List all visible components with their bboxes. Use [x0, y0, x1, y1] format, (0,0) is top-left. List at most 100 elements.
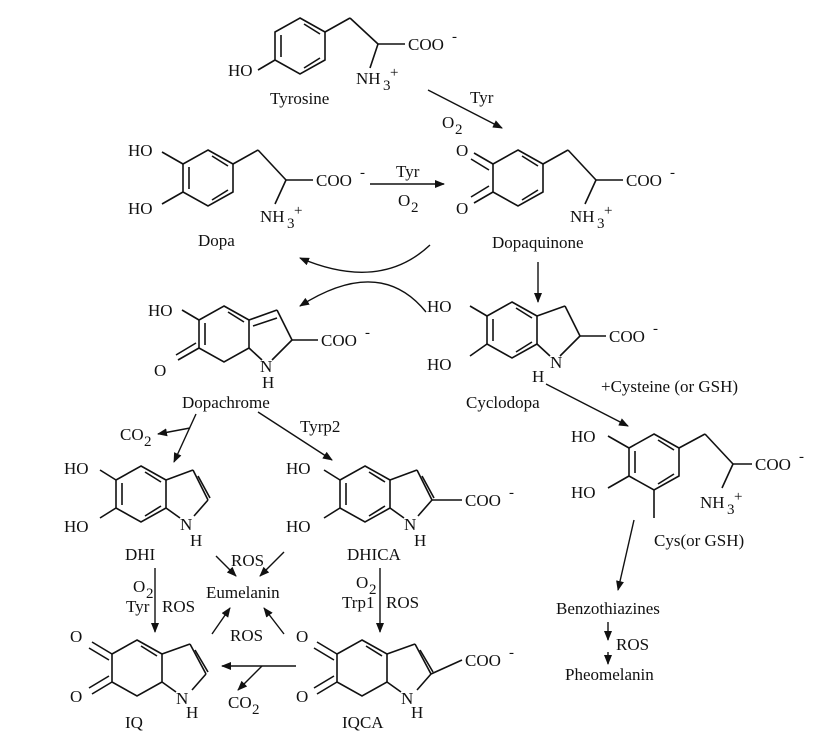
arrow-co2-release-1 [157, 427, 191, 437]
dhica-h: H [414, 531, 426, 550]
iqca-coo: COO [465, 651, 501, 670]
dhi-ho-1: HO [64, 459, 89, 478]
tyrosine-structure: HO COO - NH 3 + Tyrosine [228, 17, 457, 108]
dopa-ho-1: HO [128, 141, 153, 160]
dopaquinone-coo: COO [626, 171, 662, 190]
reagent-tyr-2: Tyr [396, 162, 420, 181]
dopachrome-coo: COO [321, 331, 357, 350]
reagent-tyr-3: Tyr [126, 597, 150, 616]
reagent-ros-3: ROS [231, 551, 264, 570]
iq-label: IQ [125, 713, 143, 732]
benzothiazines-label: Benzothiazines [556, 599, 660, 618]
reagent-ros-4: ROS [230, 626, 263, 645]
eumelanin-label: Eumelanin [206, 583, 280, 602]
iqca-label: IQCA [342, 713, 384, 732]
reagent-o-4-sub: 2 [369, 582, 377, 598]
dopaquinone-nh: NH [570, 207, 595, 226]
dopachrome-n: N [260, 357, 272, 376]
dopaquinone-o-2: O [456, 199, 468, 218]
cyclodopa-ho-1: HO [427, 297, 452, 316]
dhi-label: DHI [125, 545, 156, 564]
cyclodopa-n: N [550, 353, 562, 372]
arrow-cysdopa-to-benzothiazines [616, 519, 635, 591]
cysdopa-ho-2: HO [571, 483, 596, 502]
dhica-n: N [404, 515, 416, 534]
arrow-curve-to-dopachrome [299, 281, 427, 313]
dopachrome-label: Dopachrome [182, 393, 270, 412]
dhica-ho-1: HO [286, 459, 311, 478]
cyclodopa-label: Cyclodopa [466, 393, 540, 412]
tyrosine-nh: NH [356, 69, 381, 88]
tyrosine-coo-charge: - [452, 29, 457, 45]
reagent-o-1: O [442, 113, 454, 132]
cysdopa-nh-sub: 3 [727, 502, 735, 518]
dopa-nh-charge: + [294, 203, 302, 219]
cyclodopa-structure: HO HO COO - N H Cyclodopa [427, 297, 658, 412]
dopachrome-h: H [262, 373, 274, 392]
arrow-dopachrome-to-dhica [257, 411, 333, 461]
iqca-structure: O O COO - N H IQCA [296, 627, 514, 732]
iqca-h: H [411, 703, 423, 722]
cysdopa-ho-1: HO [571, 427, 596, 446]
dopa-ho-2: HO [128, 199, 153, 218]
reagent-co-1-sub: 2 [144, 434, 152, 450]
reagent-o-1-sub: 2 [455, 122, 463, 138]
iq-structure: O O N H IQ [70, 627, 209, 732]
iqca-n: N [401, 689, 413, 708]
tyrosine-coo: COO [408, 35, 444, 54]
cysdopa-coo-charge: - [799, 449, 804, 465]
dopachrome-ho: HO [148, 301, 173, 320]
arrow-cyclodopa-to-cysdopa [545, 383, 629, 427]
cysdopa-nh-charge: + [734, 489, 742, 505]
dopa-structure: HO HO COO - NH 3 + Dopa [128, 141, 365, 250]
arrow-dhica-to-eumelanin [259, 551, 285, 577]
cyclodopa-coo: COO [609, 327, 645, 346]
arrow-iq-to-eumelanin [211, 607, 231, 635]
pheomelanin-label: Pheomelanin [565, 665, 654, 684]
dhi-n: N [180, 515, 192, 534]
dopa-coo-charge: - [360, 165, 365, 181]
reagent-ros-2: ROS [386, 593, 419, 612]
iqca-coo-charge: - [509, 645, 514, 661]
dopa-nh: NH [260, 207, 285, 226]
cyclodopa-ho-2: HO [427, 355, 452, 374]
cysdopa-coo: COO [755, 455, 791, 474]
dopa-coo: COO [316, 171, 352, 190]
cysdopa-nh: NH [700, 493, 725, 512]
iq-h: H [186, 703, 198, 722]
reagent-co-2-sub: 2 [252, 702, 260, 718]
dopaquinone-label: Dopaquinone [492, 233, 584, 252]
dopaquinone-coo-charge: - [670, 165, 675, 181]
reagent-tyrp2: Tyrp2 [300, 417, 340, 436]
arrow-iqca-to-eumelanin [263, 607, 285, 635]
reagent-co-2: CO [228, 693, 252, 712]
dhi-h: H [190, 531, 202, 550]
dhi-ho-2: HO [64, 517, 89, 536]
tyrosine-nh-charge: + [390, 65, 398, 81]
dhica-structure: HO HO COO - N H DHICA [286, 459, 514, 564]
arrow-dopachrome-to-dhi [173, 413, 197, 463]
reagent-o-3: O [133, 577, 145, 596]
dhica-coo-charge: - [509, 485, 514, 501]
reagent-cysteine: +Cysteine (or GSH) [601, 377, 738, 396]
dopaquinone-nh-sub: 3 [597, 216, 605, 232]
dopaquinone-o-1: O [456, 141, 468, 160]
reagent-o-4: O [356, 573, 368, 592]
dopachrome-o: O [154, 361, 166, 380]
cyclodopa-h: H [532, 367, 544, 386]
dopachrome-structure: HO O COO - N H Dopachrome [148, 301, 370, 412]
iqca-o-1: O [296, 627, 308, 646]
arrow-curve-to-dopa [299, 244, 431, 273]
dhica-label: DHICA [347, 545, 402, 564]
cysdopa-substituent: Cys(or GSH) [654, 531, 744, 550]
cyclodopa-coo-charge: - [653, 321, 658, 337]
dopachrome-coo-charge: - [365, 325, 370, 341]
arrow-dhi-to-eumelanin [215, 555, 237, 577]
tyrosine-nh-sub: 3 [383, 78, 391, 94]
dopa-nh-sub: 3 [287, 216, 295, 232]
iq-o-2: O [70, 687, 82, 706]
reagent-ros-1: ROS [162, 597, 195, 616]
reagent-ros-pheo: ROS [616, 635, 649, 654]
iq-n: N [176, 689, 188, 708]
